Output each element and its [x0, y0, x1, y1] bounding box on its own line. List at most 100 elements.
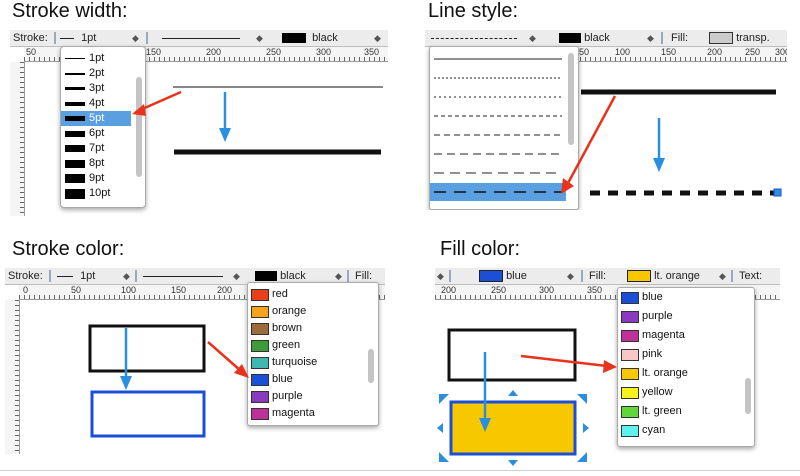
dropdown-item-3pt[interactable]: 3pt	[61, 81, 131, 96]
fill-color-select[interactable]: transp.	[709, 31, 787, 45]
dropdown-item-9pt[interactable]: 9pt	[61, 171, 131, 186]
fill-color-panel: ◆ blue ◆ Fill: lt. orange ◆ Text: 200 25…	[435, 268, 780, 468]
dropdown-item-5pt[interactable]: 5pt	[61, 111, 131, 126]
toolbar-separator	[54, 32, 56, 44]
stroke-color-value: black	[312, 32, 338, 44]
rectangle-original[interactable]	[88, 324, 206, 373]
ruler-label: 200	[441, 285, 457, 295]
color-option-green[interactable]: green	[248, 338, 364, 353]
color-option-pink[interactable]: pink	[618, 347, 740, 362]
color-option-magenta[interactable]: magenta	[248, 406, 364, 421]
toolbar-separator	[49, 270, 51, 282]
color-swatch	[621, 368, 639, 380]
color-option-blue[interactable]: blue	[248, 372, 364, 387]
color-option-lt-orange[interactable]: lt. orange	[618, 366, 740, 381]
ruler-label: 200	[217, 285, 233, 295]
color-option-orange[interactable]: orange	[248, 304, 364, 319]
color-option-lt-green[interactable]: lt. green	[618, 404, 740, 419]
color-option-turquoise[interactable]: turquoise	[248, 355, 364, 370]
toolbar: ◆ blue ◆ Fill: lt. orange ◆ Text:	[435, 268, 780, 285]
line-style-dropdown[interactable]	[429, 46, 579, 210]
rectangle-original[interactable]	[447, 328, 577, 382]
color-swatch	[251, 408, 269, 420]
color-option-blue[interactable]: blue	[618, 290, 740, 305]
toolbar-separator	[731, 270, 733, 282]
color-swatch	[621, 387, 639, 399]
stroke-color-select[interactable]: black ◆	[255, 269, 345, 283]
ruler-label: 200	[206, 47, 222, 57]
toolbar-separator	[581, 270, 583, 282]
rectangle-filled[interactable]	[449, 400, 577, 456]
fill-label: Fill:	[671, 32, 689, 44]
dropdown-item-4pt[interactable]: 4pt	[61, 96, 131, 111]
dropdown-scrollbar[interactable]	[745, 378, 751, 414]
line-style-select[interactable]: ◆	[162, 31, 272, 45]
color-swatch	[621, 406, 639, 418]
text-label: Text:	[739, 270, 763, 282]
dropdown-item-1pt[interactable]: 1pt	[61, 51, 131, 66]
stroke-width-select[interactable]: 1pt ◆	[60, 31, 144, 45]
canvas-lines	[173, 86, 383, 155]
dropdown-item-10pt[interactable]: 10pt	[61, 186, 131, 201]
blue-arrow-head-icon	[219, 128, 231, 142]
dropdown-item-8pt[interactable]: 8pt	[61, 156, 131, 171]
ruler-label: 100	[121, 285, 137, 295]
fill-color-select[interactable]: lt. orange ◆	[627, 269, 731, 283]
heading-stroke-color: Stroke color:	[12, 238, 125, 260]
stroke-color-value: black	[584, 32, 610, 44]
stepper-icon: ◆	[719, 271, 726, 281]
color-swatch	[621, 311, 639, 323]
color-swatch	[251, 323, 269, 335]
ruler-label: 250	[491, 285, 507, 295]
color-option-red[interactable]: red	[248, 287, 364, 302]
ruler-label: 350	[364, 47, 380, 57]
stroke-width-select[interactable]: 1pt ◆	[57, 269, 137, 283]
heading-line-style: Line style:	[428, 0, 519, 22]
color-option-purple[interactable]: purple	[618, 309, 740, 324]
toolbar-separator	[449, 270, 451, 282]
rectangle-blue-stroke[interactable]	[90, 390, 206, 438]
ruler-label: 50	[26, 47, 37, 57]
horizontal-ruler: 50 100 150 200 250 300	[575, 47, 787, 62]
dropdown-item-6pt[interactable]: 6pt	[61, 126, 131, 141]
toolbar-separator	[347, 270, 349, 282]
stroke-color-select[interactable]: blue ◆	[479, 269, 579, 283]
stroke-width-panel: Stroke: 1pt ◆ ◆ black ◆ 50 100 150 200 2…	[10, 30, 388, 216]
stroke-color-select[interactable]: black ◆	[282, 31, 386, 45]
resize-handles[interactable]	[437, 390, 589, 466]
color-swatch	[251, 357, 269, 369]
stepper-icon: ◆	[437, 271, 444, 281]
stroke-color-select[interactable]: black ◆	[559, 31, 663, 45]
ruler-label: 50	[71, 285, 82, 295]
toolbar: Stroke: 1pt ◆ ◆ black ◆	[10, 30, 388, 47]
color-option-yellow[interactable]: yellow	[618, 385, 740, 400]
fill-label: Fill:	[355, 270, 373, 282]
stroke-width-dropdown[interactable]: 1pt 2pt 3pt 4pt 5pt 6pt 7pt 8pt 9pt 10pt	[60, 46, 146, 208]
color-swatch	[621, 425, 639, 437]
line-style-select[interactable]: ◆	[431, 31, 545, 45]
dropdown-item-7pt[interactable]: 7pt	[61, 141, 131, 156]
stepper-icon: ◆	[374, 33, 381, 43]
ruler-label: 300	[539, 285, 555, 295]
line-style-select[interactable]: ◆	[143, 269, 247, 283]
dropdown-scrollbar[interactable]	[136, 77, 142, 177]
dropdown-item-2pt[interactable]: 2pt	[61, 66, 131, 81]
dropdown-scrollbar[interactable]	[368, 349, 374, 383]
stepper-icon: ◆	[132, 33, 139, 43]
stepper-icon: ◆	[256, 33, 263, 43]
color-option-purple[interactable]: purple	[248, 389, 364, 404]
fill-color-dropdown[interactable]: blue purple magenta pink lt. orange yell…	[617, 287, 755, 447]
line-style-panel: ◆ black ◆ Fill: transp. 50 100 150 200 2…	[425, 30, 787, 210]
selection-handle[interactable]	[773, 188, 782, 197]
color-option-brown[interactable]: brown	[248, 321, 364, 336]
color-option-cyan[interactable]: cyan	[618, 423, 740, 438]
stroke-color-dropdown[interactable]: red orange brown green turquoise blue pu…	[247, 282, 379, 426]
blue-arrow-head-icon	[120, 376, 132, 390]
red-arrow-icon	[132, 90, 182, 116]
ruler-label: 150	[171, 285, 187, 295]
blue-arrow-head-icon	[479, 418, 491, 432]
color-option-magenta[interactable]: magenta	[618, 328, 740, 343]
dropdown-scrollbar[interactable]	[568, 53, 574, 145]
toolbar-separator	[661, 32, 663, 44]
ruler-label: 150	[661, 47, 677, 57]
